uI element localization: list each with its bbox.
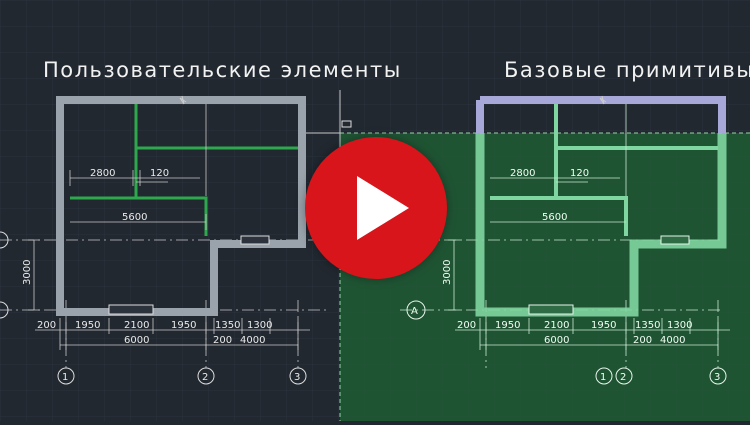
bottom-dims-right <box>455 329 730 346</box>
dim-ticks <box>69 170 207 230</box>
wall-break-mark-right <box>599 95 607 105</box>
bottom-dim-ticks <box>59 318 299 350</box>
axis-bubble-2-right <box>615 367 633 385</box>
axis-bubble-b-left <box>0 231 9 249</box>
dim-label-2100: 2100 <box>124 320 149 331</box>
dim-label-120: 120 <box>150 168 169 179</box>
bottom-ticks-right <box>479 318 719 350</box>
exterior-walls <box>56 96 306 316</box>
axis-bubble-1 <box>57 367 75 385</box>
dim-label-200-b-right: 200 <box>633 335 652 346</box>
dim-label-3000-right: 3000 <box>442 260 453 285</box>
dim-label-2100-right: 2100 <box>544 320 569 331</box>
dim-label-5600: 5600 <box>122 212 147 223</box>
axis-bubble-a-left <box>0 301 9 319</box>
dim-3000-line-right <box>448 239 460 311</box>
dim-label-6000-right: 6000 <box>544 335 569 346</box>
dim-label-1950-a: 1950 <box>75 320 100 331</box>
interior-dimension-lines <box>70 177 206 223</box>
bottom-dimension-chains <box>35 329 310 346</box>
dim-label-1300: 1300 <box>247 320 272 331</box>
play-icon <box>357 176 409 240</box>
dim-label-1950-b-right: 1950 <box>591 320 616 331</box>
window-bottom-right <box>528 304 574 315</box>
axis-label-2-right: 2 <box>620 372 626 383</box>
right-title: Базовые примитивы <box>504 58 750 82</box>
axis-bubble-3-right <box>709 367 727 385</box>
dim-label-200-a: 200 <box>37 320 56 331</box>
left-title: Пользовательские элементы <box>43 58 402 82</box>
dim-3000-line <box>28 239 40 311</box>
axis-label-1: 1 <box>62 372 68 383</box>
axis-label-3-right: 3 <box>714 372 720 383</box>
dim-label-6000: 6000 <box>124 335 149 346</box>
right-floor-plan: 2800 120 5600 3000 200 1950 2100 1950 13… <box>400 95 730 385</box>
dim-label-200-b: 200 <box>213 335 232 346</box>
dim-label-200-a-right: 200 <box>457 320 476 331</box>
axis-bubble-2 <box>197 367 215 385</box>
dim-label-2800: 2800 <box>90 168 115 179</box>
left-floor-plan: 2800 120 5600 3000 200 1950 2100 1950 13… <box>0 95 330 385</box>
wall-top-unselected <box>480 96 726 133</box>
axis-bubble-1-right <box>595 367 613 385</box>
axis-label-1-right: 1 <box>600 372 606 383</box>
play-button[interactable] <box>305 137 447 279</box>
axis-label-a-right: А <box>411 306 418 317</box>
dim-label-1300-right: 1300 <box>667 320 692 331</box>
dim-label-120-right: 120 <box>570 168 589 179</box>
walls-selected <box>475 133 727 317</box>
window-right-right <box>660 235 690 245</box>
dim-label-1350-right: 1350 <box>635 320 660 331</box>
dim-label-1950-a-right: 1950 <box>495 320 520 331</box>
wall-break-mark <box>179 95 187 105</box>
axis-label-3: 3 <box>294 372 300 383</box>
dim-label-1950-b: 1950 <box>171 320 196 331</box>
axis-label-2: 2 <box>202 372 208 383</box>
dim-label-3000: 3000 <box>22 260 33 285</box>
interior-dims-right <box>490 177 626 223</box>
dim-label-2800-right: 2800 <box>510 168 535 179</box>
dim-label-4000: 4000 <box>240 335 265 346</box>
window-bottom <box>108 304 154 315</box>
window-right <box>240 235 270 245</box>
dim-label-1350: 1350 <box>215 320 240 331</box>
dim-label-5600-right: 5600 <box>542 212 567 223</box>
axis-bubble-3 <box>289 367 307 385</box>
cursor-box <box>341 120 352 128</box>
dim-label-4000-right: 4000 <box>660 335 685 346</box>
axis-bubble-a-right <box>406 300 426 320</box>
